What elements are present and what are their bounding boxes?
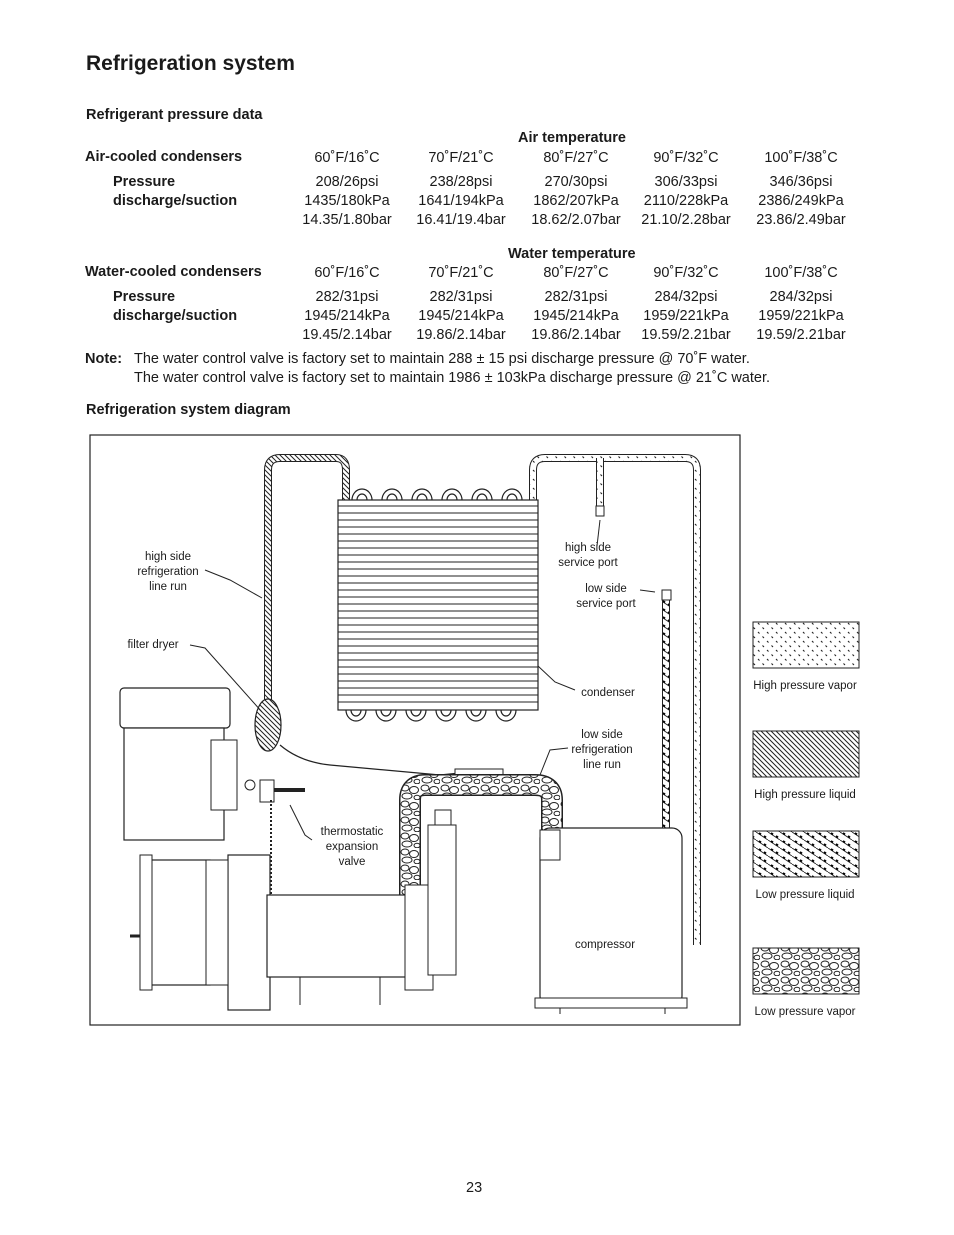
water-cooled-label: Water-cooled condensers xyxy=(85,264,262,280)
water-temp-col-2: 70˚F/21˚C xyxy=(428,265,494,281)
water-temp-col-1: 60˚F/16˚C xyxy=(314,265,380,281)
water-temp-col-4: 90˚F/32˚C xyxy=(653,265,719,281)
water-temp-col-5: 100˚F/38˚C xyxy=(764,265,838,281)
label-compressor: compressor xyxy=(574,939,636,951)
air-temp-col-4: 90˚F/32˚C xyxy=(653,150,719,166)
label-condenser: condenser xyxy=(581,687,635,699)
section-heading-pressure-data: Refrigerant pressure data xyxy=(86,107,263,123)
page-number: 23 xyxy=(466,1180,483,1196)
label-filter-dryer: filter dryer xyxy=(127,639,179,651)
water-temperature-heading: Water temperature xyxy=(508,246,636,262)
label-txv: thermostatic expansion valve xyxy=(320,826,384,868)
page-title: Refrigeration system xyxy=(86,52,295,75)
label-high-side-line: high side refrigeration line run xyxy=(137,551,199,593)
legend-low-pressure-liquid: Low pressure liquid xyxy=(755,889,855,901)
air-temp-col-1: 60˚F/16˚C xyxy=(314,150,380,166)
legend-high-pressure-liquid: High pressure liquid xyxy=(754,789,856,801)
label-high-side-service-port: high side service port xyxy=(558,542,618,569)
air-temp-col-5: 100˚F/38˚C xyxy=(764,150,838,166)
water-temp-col-3: 80˚F/27˚C xyxy=(543,265,609,281)
note-label: Note: xyxy=(85,351,123,367)
air-temperature-heading: Air temperature xyxy=(518,130,626,146)
label-low-side-service-port: low side service port xyxy=(576,583,636,610)
legend-low-pressure-vapor: Low pressure vapor xyxy=(754,1006,856,1018)
legend-high-pressure-vapor: High pressure vapor xyxy=(753,680,857,692)
section-heading-diagram: Refrigeration system diagram xyxy=(86,402,291,418)
note-line-2: The water control valve is factory set t… xyxy=(134,370,771,386)
air-pressure-label: Pressure discharge/suction xyxy=(113,174,238,209)
label-low-side-line: low side refrigeration line run xyxy=(571,729,633,771)
air-cooled-label: Air-cooled condensers xyxy=(85,149,243,165)
air-temp-col-3: 80˚F/27˚C xyxy=(543,150,609,166)
air-temp-col-2: 70˚F/21˚C xyxy=(428,150,494,166)
note-line-1: The water control valve is factory set t… xyxy=(134,351,750,367)
water-pressure-label: Pressure discharge/suction xyxy=(113,289,238,324)
